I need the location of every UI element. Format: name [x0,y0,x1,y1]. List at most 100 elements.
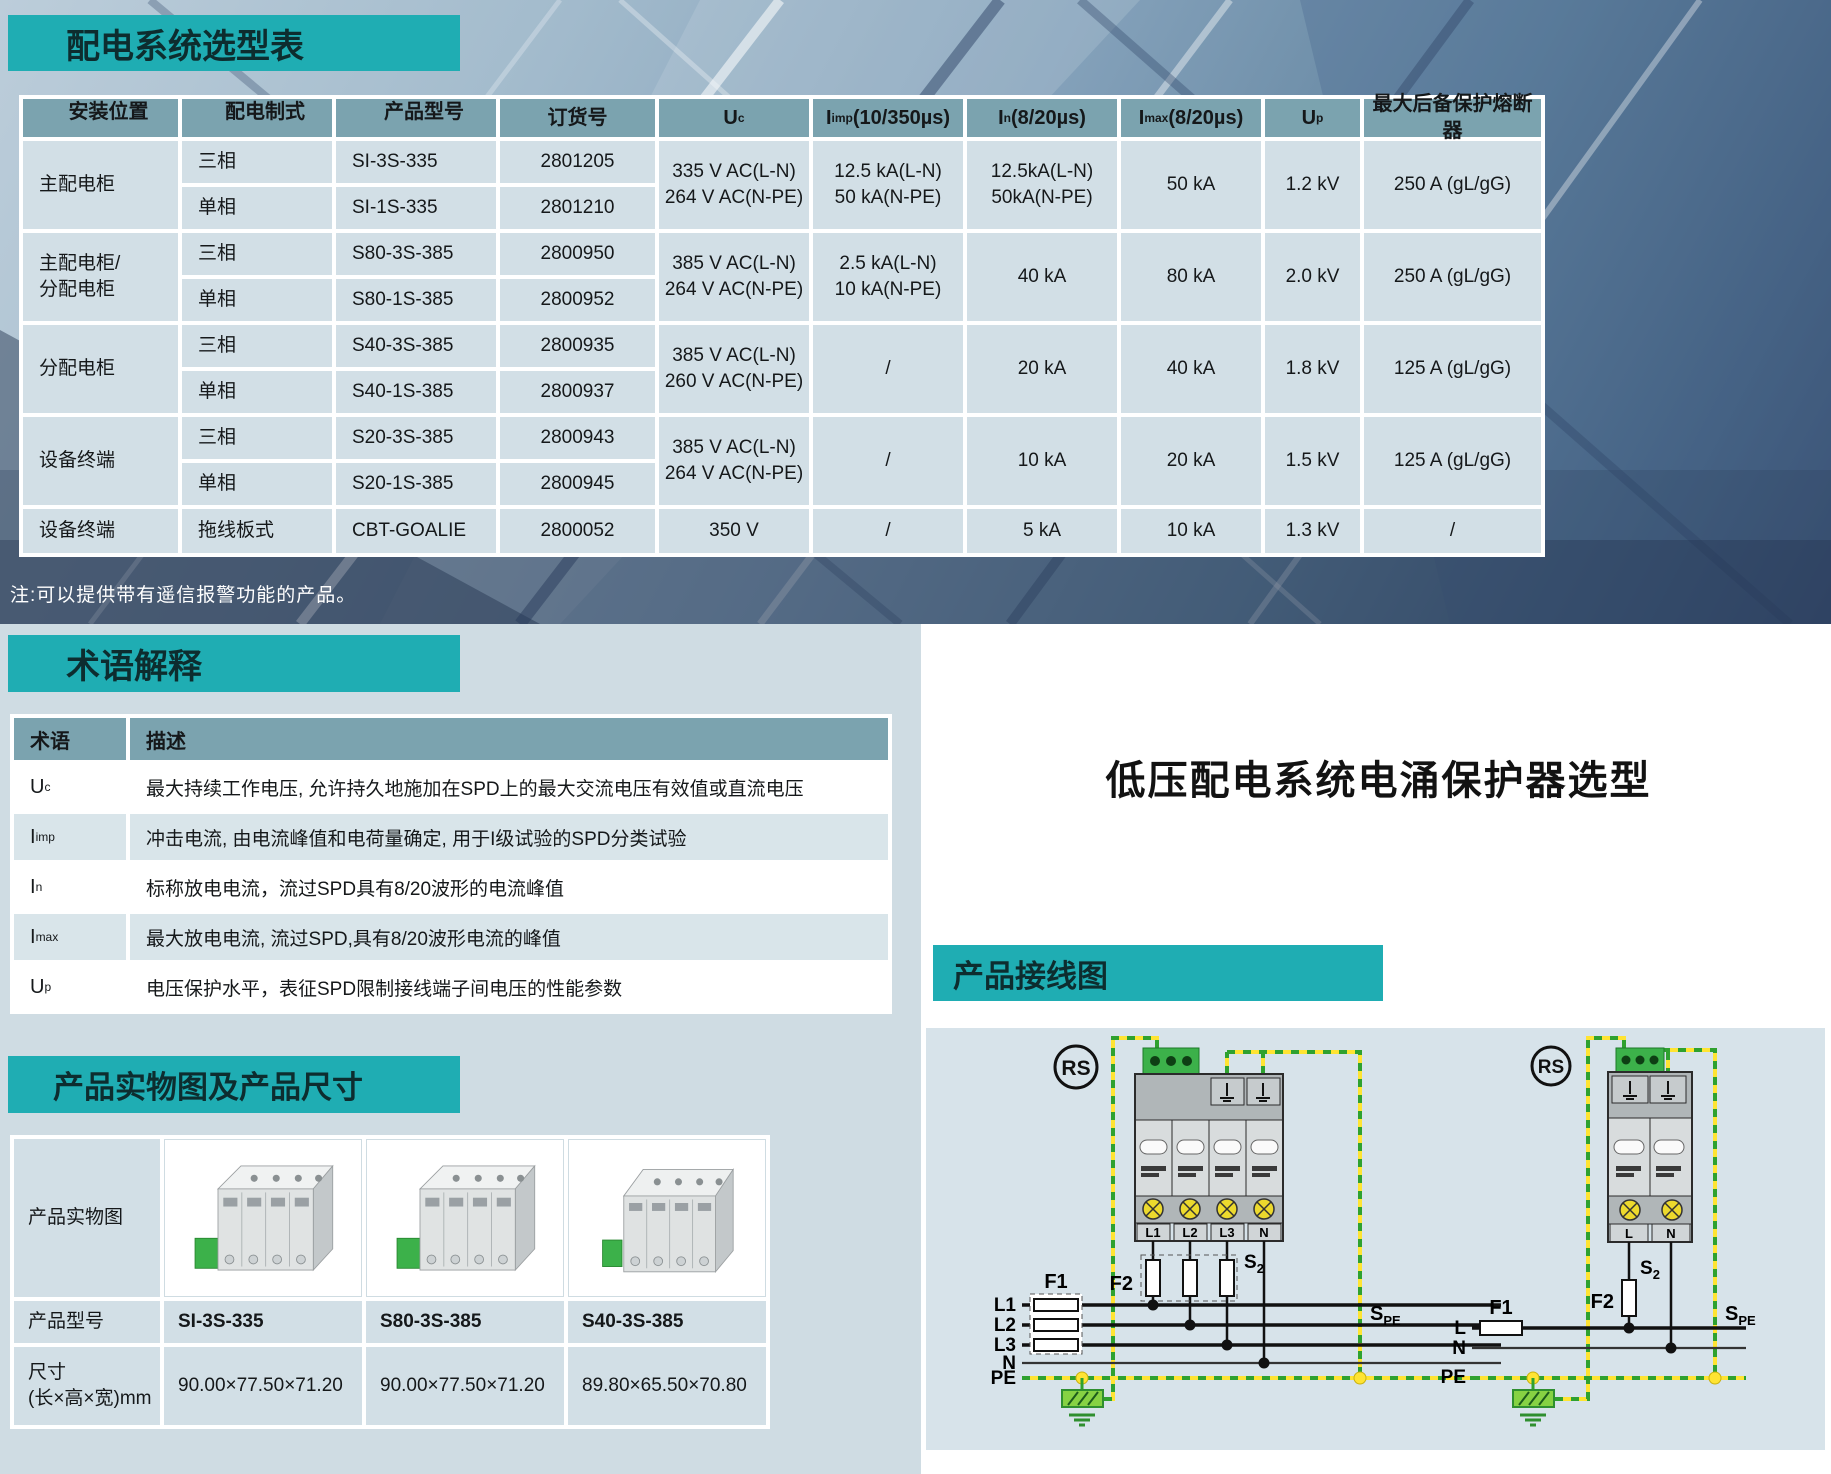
cell-model: S80-1S-385 [336,279,496,321]
cell-order: 2801210 [500,187,655,229]
f1-label: F1 [1044,1271,1067,1293]
section-title-selection-table: 配电系统选型表 [8,15,460,71]
cell-in: 40 kA [967,233,1117,321]
terms-header-term: 术语 [14,718,126,760]
product-photo-label: 产品实物图 [14,1139,160,1297]
table-footnote: 注:可以提供带有遥信报警功能的产品。 [10,585,357,606]
device-terminal-l: L [1625,1226,1633,1241]
cell-order: 2801205 [500,141,655,183]
cell-uc: 385 V AC(L-N) 260 V AC(N-PE) [659,325,809,413]
cell-system: 三相 [182,325,332,367]
product-photo [366,1139,564,1297]
col-header-system: 配电制式 [182,99,332,137]
device-terminal-l1: L1 [1145,1225,1160,1240]
cell-order: 2800937 [500,371,655,413]
bus-label-l: L [1454,1318,1466,1339]
cell-location: 设备终端 [23,417,178,505]
device-terminal-l3: L3 [1219,1225,1234,1240]
term-description: 冲击电流, 由电流峰值和电荷量确定, 用于I级试验的SPD分类试验 [130,814,888,860]
product-model-label: 产品型号 [14,1301,160,1343]
screw-terminal-icon [1142,1198,1275,1220]
cell-imax: 50 kA [1121,141,1261,229]
cell-in: 12.5kA(L-N) 50kA(N-PE) [967,141,1117,229]
bus-label-pe: PE [1441,1367,1466,1388]
term-description: 最大放电电流, 流过SPD,具有8/20波形电流的峰值 [130,914,888,960]
rs-label: RS [1538,1057,1564,1078]
cell-imax: 80 kA [1121,233,1261,321]
section-title-products: 产品实物图及产品尺寸 [8,1056,460,1113]
cell-location: 主配电柜 [23,141,178,229]
cell-up: 1.5 kV [1265,417,1360,505]
cell-fuse: 125 A (gL/gG) [1364,325,1541,413]
earth-electrode-icon [1512,1389,1555,1427]
cell-model: S20-1S-385 [336,463,496,505]
cell-order: 2800935 [500,325,655,367]
product-photo [568,1139,766,1297]
bus-label-n: N [1002,1353,1016,1374]
f1-label: F1 [1489,1297,1512,1319]
product-model: S40-3S-385 [568,1301,766,1343]
bus-label-pe: PE [991,1368,1016,1389]
device-terminal-l2: L2 [1182,1225,1197,1240]
wiring-diagrams: RS [991,1036,1756,1427]
section-title-wiring: 产品接线图 [933,945,1383,1001]
spe-label: SPE [1725,1303,1756,1328]
cell-uc: 350 V [659,509,809,553]
wiring-diagram-1phase: RS [1441,1036,1756,1427]
cell-model: SI-1S-335 [336,187,496,229]
cell-up: 2.0 kV [1265,233,1360,321]
remote-signal-icon [1530,1045,1572,1087]
page-title: 低压配电系统电涌保护器选型 [1105,759,1652,803]
cell-in: 10 kA [967,417,1117,505]
cell-imax: 40 kA [1121,325,1261,413]
cell-system: 三相 [182,141,332,183]
cell-model: S20-3S-385 [336,417,496,459]
term-description: 最大持续工作电压, 允许持久地施加在SPD上的最大交流电压有效值或直流电压 [130,764,888,810]
spd-device-illustration [602,1168,735,1274]
cell-up: 1.8 kV [1265,325,1360,413]
earth-electrode-icon [1061,1389,1104,1427]
module-window [1139,1139,1279,1155]
bus-label-n: N [1452,1338,1466,1359]
product-photo [164,1139,362,1297]
section-title-terms: 术语解释 [8,635,460,692]
product-model: SI-3S-335 [164,1301,362,1343]
f2-label: F2 [1591,1291,1614,1313]
cell-iimp: / [813,325,963,413]
cell-order: 2800943 [500,417,655,459]
device-terminal-n: N [1666,1226,1675,1241]
cell-fuse: 250 A (gL/gG) [1364,233,1541,321]
cell-location: 主配电柜/ 分配电柜 [23,233,178,321]
cell-order: 2800945 [500,463,655,505]
rs-label: RS [1061,1057,1090,1080]
col-header-model: 产品型号 [336,99,496,137]
cell-system: 拖线板式 [182,509,332,553]
wiring-diagram-panel: RS [926,1028,1825,1450]
cell-system: 单相 [182,371,332,413]
col-header-location: 安装位置 [23,99,178,137]
cell-model: S40-1S-385 [336,371,496,413]
cell-fuse: 125 A (gL/gG) [1364,417,1541,505]
remote-signal-icon [1053,1044,1099,1090]
cell-order: 2800950 [500,233,655,275]
cell-model: S80-3S-385 [336,233,496,275]
cell-model: CBT-GOALIE [336,509,496,553]
spe-label: SPE [1370,1303,1401,1328]
col-header-fuse: 最大后备保护熔断器 [1364,93,1541,142]
product-dim: 89.80×65.50×70.80 [568,1347,766,1425]
earth-symbol-icon [1623,1081,1675,1100]
cell-system: 单相 [182,463,332,505]
cell-fuse: / [1364,509,1541,553]
module-brand-mark [1616,1166,1681,1177]
cell-location: 设备终端 [23,509,178,553]
bus-label-l3: L3 [994,1335,1016,1356]
cell-iimp: / [813,509,963,553]
cell-system: 单相 [182,187,332,229]
